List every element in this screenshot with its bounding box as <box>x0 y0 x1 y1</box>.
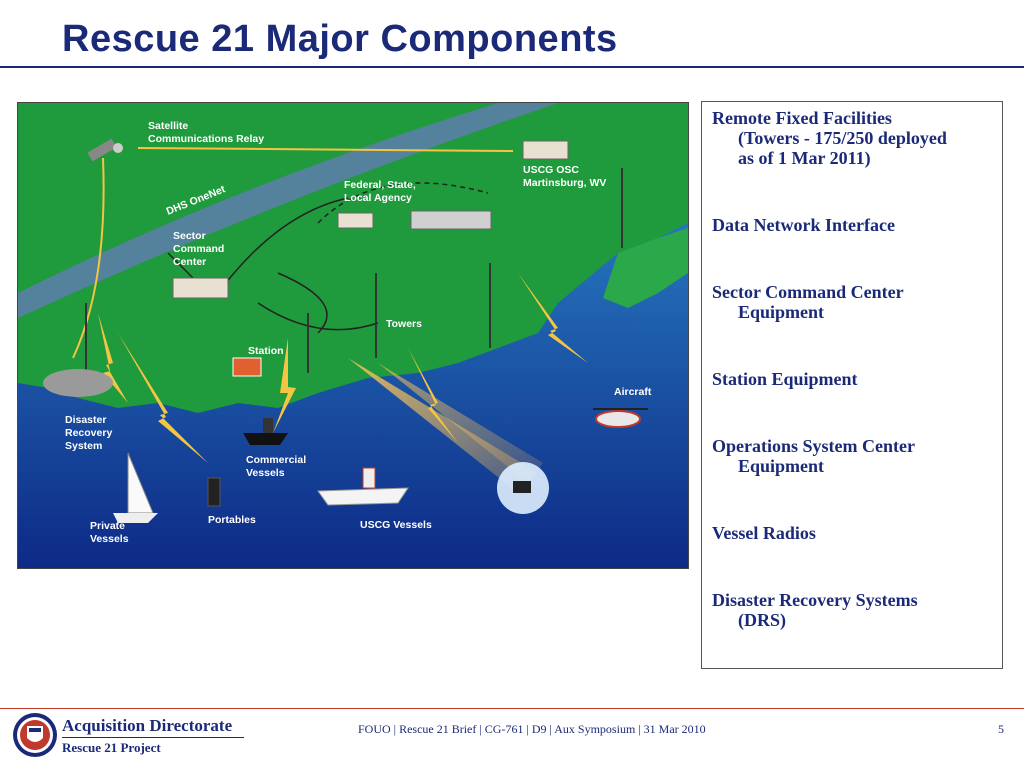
org-underline <box>62 737 244 738</box>
portable-radio-icon <box>207 477 221 507</box>
commercial-vessel-icon <box>243 418 288 445</box>
sector-command-building <box>172 277 229 299</box>
coast-guard-seal-icon <box>13 713 57 757</box>
drs-label-1: Disaster <box>65 414 106 426</box>
private-label-1: Private <box>90 520 125 532</box>
aircraft-label: Aircraft <box>614 386 652 398</box>
svg-text:Federal, State,Local Agency: Federal, State,Local Agency <box>344 179 416 204</box>
footer-divider <box>0 708 1024 709</box>
page-title: Rescue 21 Major Components <box>62 18 618 60</box>
list-item: Data Network Interface <box>712 215 895 235</box>
org-name: Acquisition Directorate <box>62 716 233 735</box>
osc-label-2: Martinsburg, WV <box>523 177 606 189</box>
drs-label-3: System <box>65 440 102 452</box>
land-area <box>18 103 688 413</box>
list-item: Vessel Radios <box>712 523 816 543</box>
osc-label-1: USCG OSC <box>523 164 579 176</box>
commercial-label-1: Commercial <box>246 454 306 466</box>
org-block: Acquisition Directorate Rescue 21 Projec… <box>62 716 244 755</box>
osc-building <box>522 140 569 160</box>
list-item: Station Equipment <box>712 369 858 389</box>
towers-label: Towers <box>386 318 422 330</box>
page-number: 5 <box>998 722 1004 736</box>
station-building <box>232 357 262 377</box>
list-item: Remote Fixed Facilities(Towers - 175/250… <box>712 108 947 168</box>
list-item: Disaster Recovery Systems(DRS) <box>712 590 918 630</box>
satellite-label-2: Communications Relay <box>148 133 264 145</box>
satellite-icon <box>87 138 123 162</box>
uscg-vessels-label: USCG Vessels <box>360 519 432 531</box>
satellite-label-1: Satellite <box>148 120 188 132</box>
commercial-label-2: Vessels <box>246 467 285 479</box>
components-list: Remote Fixed Facilities(Towers - 175/250… <box>701 101 1003 669</box>
sector-label-2: Command <box>173 243 224 255</box>
uscg-vessel-icon <box>317 467 409 506</box>
drs-label-2: Recovery <box>65 427 112 439</box>
distress-burst-icon <box>497 462 549 514</box>
diagram-illustration: DHS OneNet <box>18 103 688 568</box>
portables-label: Portables <box>208 514 256 526</box>
agency-label-1: Federal, State, <box>344 179 416 191</box>
station-label: Station <box>248 345 284 357</box>
private-label-2: Vessels <box>90 533 129 545</box>
title-divider <box>0 66 1024 68</box>
sailboat-icon <box>113 452 158 523</box>
sector-label-3: Center <box>173 256 206 268</box>
agency-label-2: Local Agency <box>344 192 412 204</box>
org-project: Rescue 21 Project <box>62 740 161 755</box>
helicopter-icon <box>593 408 648 428</box>
sector-label-1: Sector <box>173 230 206 242</box>
rescue21-diagram: DHS OneNet <box>17 102 689 569</box>
footer-text: FOUO | Rescue 21 Brief | CG-761 | D9 | A… <box>358 722 706 736</box>
